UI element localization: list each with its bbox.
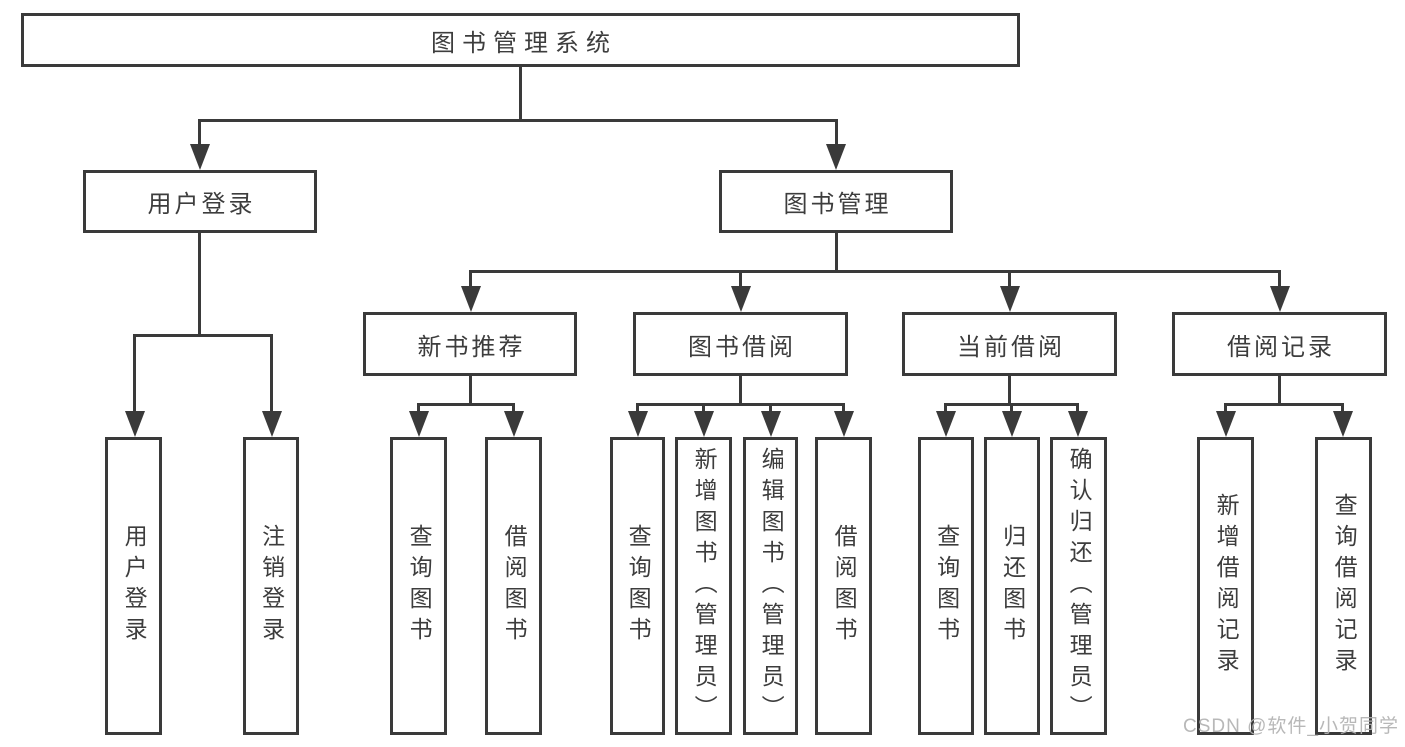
arrow-borrow-records (1270, 286, 1290, 312)
arrow-add-record (1216, 411, 1236, 437)
connector-drop-book-borrow (739, 270, 742, 288)
arrow-edit-book (761, 411, 781, 437)
leaf-query-borrow-record: 查询借阅记录 (1315, 437, 1372, 735)
connector-drop-borrow-books-2 (842, 403, 845, 416)
connector-drop-add-record (1224, 403, 1227, 416)
connector-book-management-stem (835, 233, 838, 273)
connector-root-branch (198, 119, 838, 122)
connector-drop-add-book (702, 403, 705, 416)
leaf-borrow-books: 借阅图书 (815, 437, 872, 735)
connector-book-management-branch (469, 270, 1281, 273)
connector-drop-edit-book (769, 403, 772, 416)
connector-book-borrow-branch (636, 403, 844, 406)
leaf-borrow-books-recommend: 借阅图书 (485, 437, 542, 735)
connector-root-stem (519, 67, 522, 119)
arrow-user-login (190, 144, 210, 170)
connector-drop-return-book (1010, 403, 1013, 416)
leaf-confirm-return-admin: 确认归还（管理员） (1050, 437, 1107, 735)
arrow-query-books-2 (628, 411, 648, 437)
connector-book-borrow-stem (739, 376, 742, 406)
connector-drop-borrow-books-1 (512, 403, 515, 416)
connector-user-login-branch (133, 334, 273, 337)
node-book-borrow: 图书借阅 (633, 312, 848, 376)
arrow-confirm-return (1068, 411, 1088, 437)
node-current-borrow: 当前借阅 (902, 312, 1117, 376)
arrow-query-books-3 (936, 411, 956, 437)
connector-current-borrow-stem (1008, 376, 1011, 406)
leaf-query-books-borrow: 查询图书 (610, 437, 665, 735)
connector-borrow-records-branch (1224, 403, 1344, 406)
connector-drop-confirm-return (1076, 403, 1079, 416)
arrow-leaf-logout (262, 411, 282, 437)
connector-drop-book-management (835, 119, 838, 150)
connector-new-book-stem (469, 376, 472, 406)
leaf-query-books-recommend: 查询图书 (390, 437, 447, 735)
connector-drop-leaf-user-login (133, 334, 136, 415)
arrow-new-book (461, 286, 481, 312)
csdn-watermark: CSDN @软件_小贺同学 (1183, 716, 1399, 737)
leaf-add-borrow-record: 新增借阅记录 (1197, 437, 1254, 735)
arrow-add-book (694, 411, 714, 437)
connector-new-book-branch (417, 403, 515, 406)
connector-drop-query-books-2 (636, 403, 639, 416)
node-library-management-system: 图书管理系统 (21, 13, 1020, 67)
leaf-add-book-admin: 新增图书（管理员） (675, 437, 732, 735)
connector-drop-query-books-1 (417, 403, 420, 416)
connector-drop-new-book (469, 270, 472, 288)
connector-drop-query-record (1341, 403, 1344, 416)
connector-drop-borrow-records (1278, 270, 1281, 288)
arrow-book-management (826, 144, 846, 170)
leaf-return-book: 归还图书 (984, 437, 1040, 735)
connector-drop-user-login (198, 119, 201, 150)
arrow-current-borrow (1000, 286, 1020, 312)
connector-borrow-records-stem (1278, 376, 1281, 406)
connector-drop-leaf-logout (270, 334, 273, 415)
node-book-management: 图书管理 (719, 170, 953, 233)
node-user-login: 用户登录 (83, 170, 317, 233)
arrow-return-book (1002, 411, 1022, 437)
connector-drop-query-books-3 (944, 403, 947, 416)
arrow-query-record (1333, 411, 1353, 437)
node-borrow-records: 借阅记录 (1172, 312, 1387, 376)
leaf-query-books-current: 查询图书 (918, 437, 974, 735)
arrow-borrow-books-1 (504, 411, 524, 437)
arrow-borrow-books-2 (834, 411, 854, 437)
leaf-logout: 注销登录 (243, 437, 299, 735)
arrow-query-books-1 (409, 411, 429, 437)
connector-drop-current-borrow (1008, 270, 1011, 288)
leaf-edit-book-admin: 编辑图书（管理员） (743, 437, 798, 735)
node-new-book-recommend: 新书推荐 (363, 312, 577, 376)
arrow-book-borrow (731, 286, 751, 312)
leaf-user-login: 用户登录 (105, 437, 162, 735)
connector-user-login-stem (198, 233, 201, 337)
arrow-leaf-user-login (125, 411, 145, 437)
